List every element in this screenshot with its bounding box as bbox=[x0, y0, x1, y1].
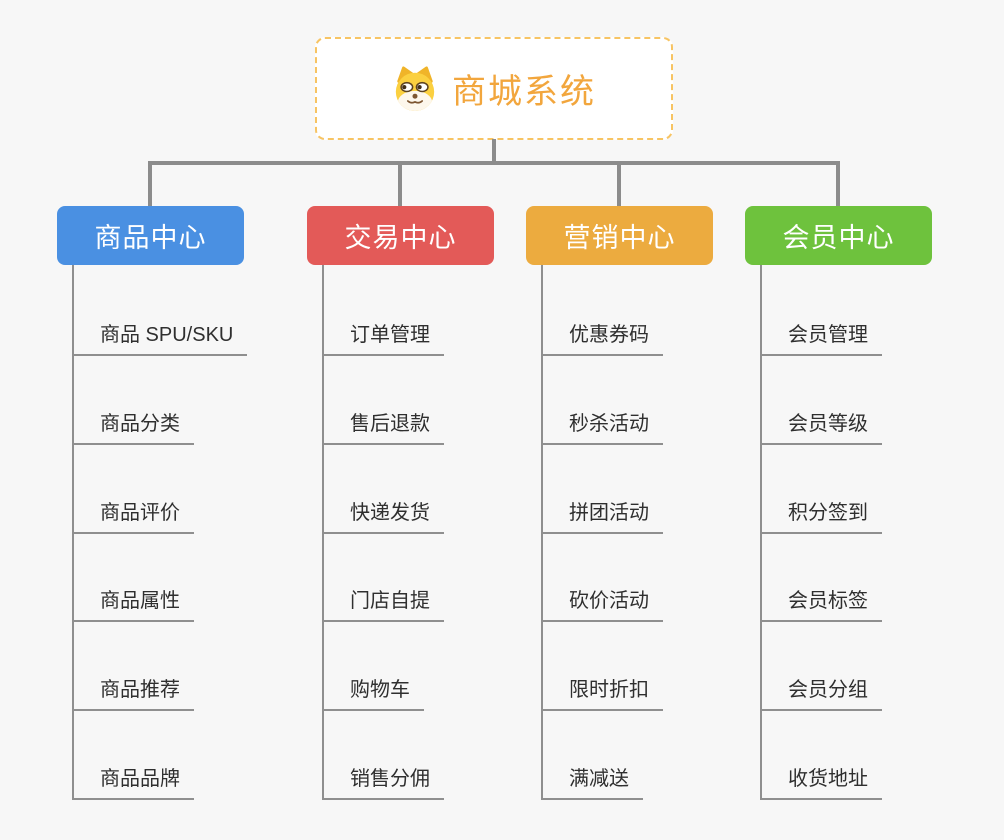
leaf-topic[interactable]: 拼团活动 bbox=[541, 499, 663, 534]
leaf-topic[interactable]: 商品分类 bbox=[72, 410, 194, 445]
leaf-topic[interactable]: 会员管理 bbox=[760, 321, 882, 356]
connector-root-stem bbox=[492, 139, 496, 165]
leaf-topic[interactable]: 会员分组 bbox=[760, 676, 882, 711]
leaf-topic[interactable]: 商品品牌 bbox=[72, 765, 194, 800]
leaf-topic[interactable]: 商品 SPU/SKU bbox=[72, 321, 248, 356]
leaf-topic[interactable]: 购物车 bbox=[322, 676, 424, 711]
leaf-topic[interactable]: 会员等级 bbox=[760, 410, 882, 445]
branch-node-trade-center[interactable]: 交易中心 bbox=[307, 206, 494, 265]
leaf-topic[interactable]: 优惠券码 bbox=[541, 321, 663, 356]
leaf-topic[interactable]: 秒杀活动 bbox=[541, 410, 663, 445]
leaf-topic[interactable]: 门店自提 bbox=[322, 587, 444, 622]
leaf-topic[interactable]: 快递发货 bbox=[322, 499, 444, 534]
leaf-topic[interactable]: 积分签到 bbox=[760, 499, 882, 534]
root-title: 商城系统 bbox=[452, 73, 596, 111]
leaf-topic[interactable]: 满减送 bbox=[541, 765, 643, 800]
leaf-topic[interactable]: 砍价活动 bbox=[541, 587, 663, 622]
branch-node-product-center[interactable]: 商品中心 bbox=[57, 206, 244, 265]
connector-drop-trade bbox=[398, 161, 402, 207]
leaf-topic[interactable]: 订单管理 bbox=[322, 321, 444, 356]
leaf-topic[interactable]: 会员标签 bbox=[760, 587, 882, 622]
branch-node-member-center[interactable]: 会员中心 bbox=[745, 206, 932, 265]
leaf-topic[interactable]: 商品推荐 bbox=[72, 676, 194, 711]
leaf-topic[interactable]: 销售分佣 bbox=[322, 765, 444, 800]
connector-drop-member bbox=[836, 161, 840, 207]
connector-drop-product bbox=[148, 161, 152, 207]
connector-horizontal-bar bbox=[148, 161, 840, 165]
root-node[interactable]: 商城系统 bbox=[315, 37, 673, 140]
doge-icon bbox=[395, 65, 435, 111]
leaf-topic[interactable]: 售后退款 bbox=[322, 410, 444, 445]
branch-node-marketing-center[interactable]: 营销中心 bbox=[526, 206, 713, 265]
leaf-topic[interactable]: 收货地址 bbox=[760, 765, 882, 800]
leaf-topic[interactable]: 限时折扣 bbox=[541, 676, 663, 711]
leaf-topic[interactable]: 商品属性 bbox=[72, 587, 194, 622]
connector-drop-marketing bbox=[617, 161, 621, 207]
leaf-topic[interactable]: 商品评价 bbox=[72, 499, 194, 534]
